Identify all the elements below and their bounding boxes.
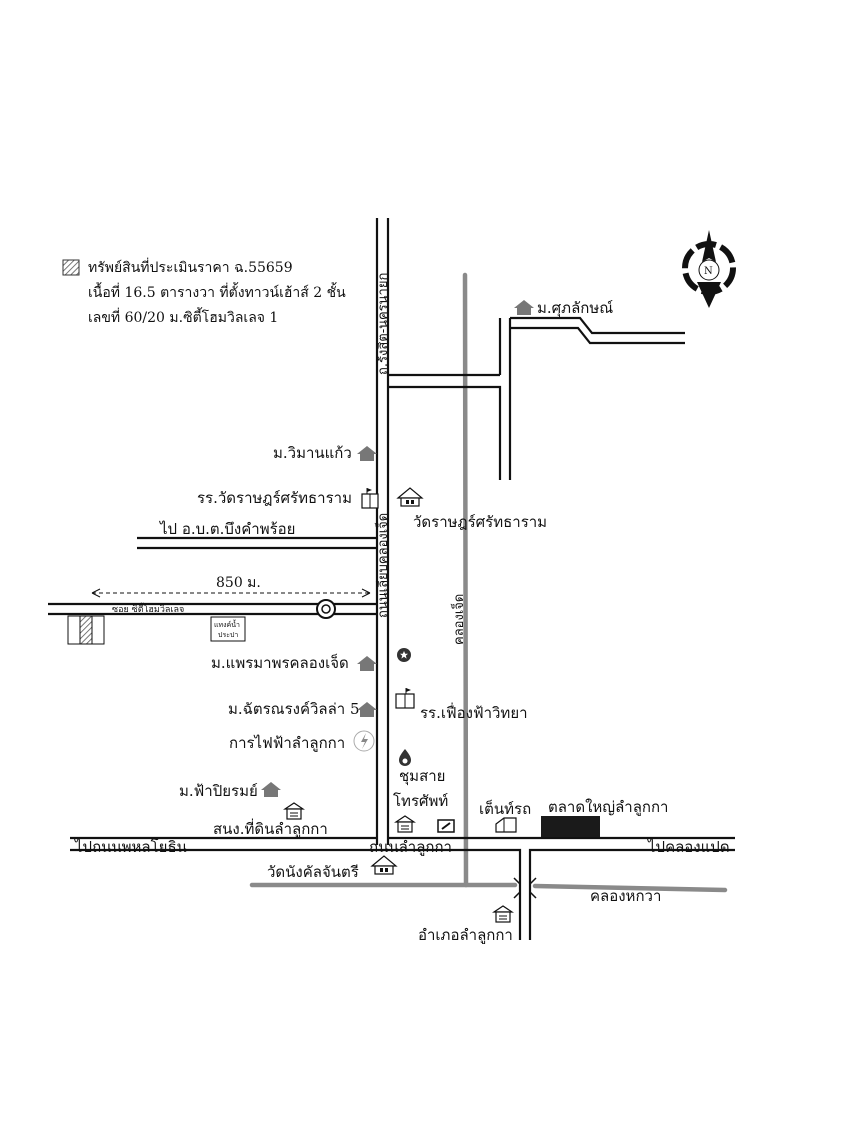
water-tank-label: แทงค์น้ำ [214,618,240,629]
chum-sai-label: ชุมสาย [399,767,445,786]
market-block [541,816,600,837]
electricity-icon [353,730,375,752]
fah-piyarom-label: ม.ฟ้าปิยรมย์ [179,782,258,800]
bueng-kham-phroi-road [137,536,377,550]
house-icon [357,656,377,671]
compass-north-label: N [704,266,713,277]
police-icon [397,648,411,662]
khlong-chet-canal [462,272,469,888]
legend-line-2: เนื้อที่ 16.5 ตารางวา ที่ตั้งทาวน์เฮ้าส์… [88,282,346,301]
khlong-hok-wa-canal [249,882,728,893]
office-icon [492,905,514,923]
district-office-label: อำเภอลำลูกกา [418,926,513,944]
khlong-chet-canal-label: คลองเจ็ด [449,594,467,645]
phraemaphon-label: ม.แพรมาพรคลองเจ็ด [211,653,349,672]
telephone-exchange-icon [399,749,411,766]
khlong-chet-road [375,218,390,845]
atm-icon [437,819,455,833]
legend-line-1: ทรัพย์สินที่ประเมินราคา ฉ.55659 [88,258,293,276]
house-icon [357,702,377,717]
wat-nang-label: วัดนังคัลจันตรี [267,863,359,881]
market-label: ตลาดใหญ่ลำลูกกา [548,798,668,816]
telephone-label: โทรศัพท์ [393,792,448,810]
house-icon [261,782,281,797]
temple-icon [396,487,424,507]
wat-label: วัดราษฎร์ศรัทธาราม [413,513,547,531]
office-icon [394,815,416,833]
compass-icon: N [682,230,736,308]
lam-luk-ka-road [70,836,735,940]
bueng-kham-phroi-label: ไป อ.บ.ต.บึงคำพร้อย [159,520,295,538]
house-icon [357,446,377,461]
electricity-label: การไฟฟ้าลำลูกกา [229,734,345,752]
supalak-label: ม.ศุภลักษณ์ [537,299,613,318]
wiman-kaeo-label: ม.วิมานแก้ว [273,444,352,462]
legend-hatch-swatch [62,259,80,276]
house-icon [514,300,534,315]
lam-luk-ka-road-label: ถนนลำลูกกา [369,838,452,856]
office-icon [283,802,305,820]
bus-station-icon [495,817,517,833]
city-home-soi-label: ซอย ซิตี้โฮมวิลเลจ [112,602,184,615]
school-fueang-label: รร.เฟื่องฟ้าวิทยา [420,702,528,722]
bridge-mark [513,877,537,899]
wat-school-label: รร.วัดราษฎร์ศรัทธาราม [197,489,352,507]
water-tank-box: แทงค์น้ำ ประปา [210,616,246,642]
to-phahonyothin-label: ไปถนนพหลโยธิน [74,838,187,856]
khlong-hok-wa-label: คลองหกวา [590,887,661,905]
bus-station-label: เต็นท์รถ [479,799,531,818]
school-icon [361,488,379,509]
school-icon [395,688,415,709]
roundabout-icon [316,599,336,619]
property-plots [67,615,105,645]
water-supply-label: ประปา [218,631,238,639]
distance-marker [91,588,371,598]
supalak-road [388,316,685,480]
chattarana-label: ม.ฉัตรณรงค์วิลล่า 5 [228,700,360,718]
land-office-label: สนง.ที่ดินลำลูกกา [213,818,328,838]
khlong-chet-road-label: ถนนเลียบคลองเจ็ด [373,513,391,618]
distance-label: 850 ม. [216,575,261,591]
temple-icon [370,855,398,875]
to-khlong-paet-label: ไปคลองแปด [647,838,730,856]
legend-line-3: เลขที่ 60/20 ม.ซิตี้โฮมวิลเลจ 1 [88,307,278,326]
rangsit-nakhon-nayok-label: ถ.รังสิต-นครนายก [376,273,391,375]
